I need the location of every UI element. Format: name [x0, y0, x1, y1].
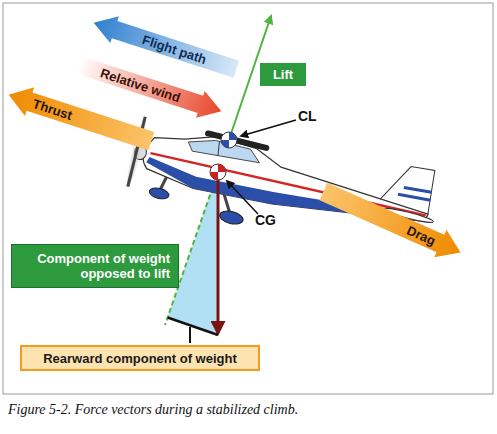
node-text: Lift — [273, 67, 293, 82]
figure-frame — [3, 3, 493, 394]
node-text: Rearward component of weight — [43, 351, 237, 366]
center-of-gravity-symbol — [210, 164, 226, 180]
illustration-part — [221, 132, 237, 148]
wing — [204, 130, 269, 152]
tail-stripe — [398, 184, 432, 202]
weight-component-box: Component of weight opposed to lift — [11, 244, 179, 288]
fuselage-blue — [143, 149, 425, 245]
weight-vector — [217, 172, 220, 333]
illustration-part — [221, 132, 237, 148]
center-of-gravity-label: CG — [255, 212, 276, 228]
node-text: Flight path — [141, 32, 209, 67]
leader-arrow — [227, 181, 258, 214]
center-of-lift-label: CL — [298, 108, 317, 124]
leader-line — [189, 327, 191, 343]
node-text: Component of weight opposed to lift — [22, 251, 170, 281]
lift-label-box: Lift — [260, 63, 306, 86]
nose-wheel — [148, 186, 170, 201]
center-of-lift-symbol — [221, 132, 237, 148]
window-frame — [216, 141, 221, 155]
arrow-body — [4, 81, 156, 156]
main-wheel — [218, 209, 244, 226]
rearward-component — [168, 318, 218, 336]
node-text: Relative wind — [99, 65, 183, 105]
leader-arrow — [241, 120, 296, 136]
illustration-part — [210, 164, 226, 180]
rearward-component-box: Rearward component of weight — [20, 345, 260, 371]
figure-caption: Figure 5-2. Force vectors during a stabi… — [8, 402, 298, 418]
arrow-body — [317, 178, 466, 266]
illustration-part — [210, 164, 226, 180]
